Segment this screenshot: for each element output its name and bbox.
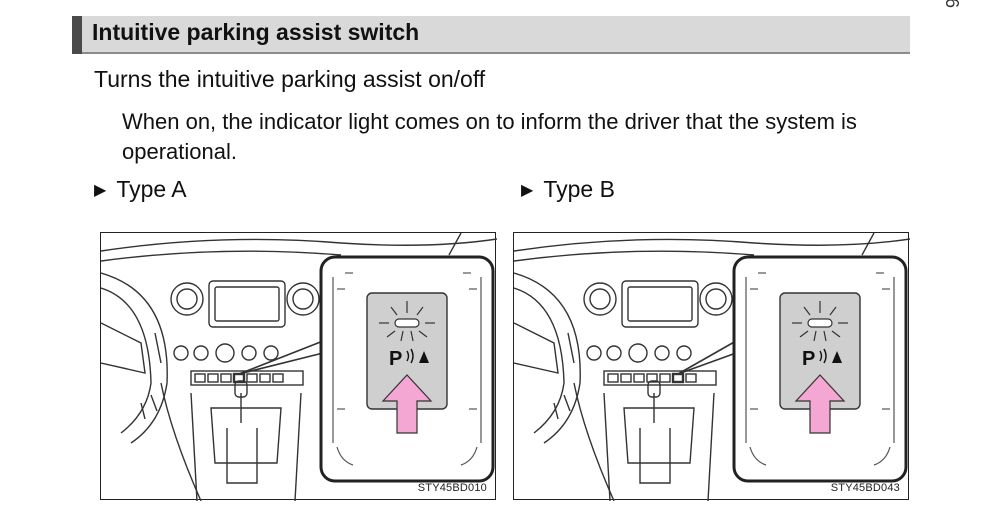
indicator-light-icon	[792, 301, 848, 342]
triangle-right-icon: ▶	[94, 182, 107, 199]
type-b-label: ▶ Type B	[521, 176, 615, 203]
triangle-right-icon: ▶	[521, 182, 534, 199]
car-triangle-icon	[419, 351, 429, 363]
page-number: 6	[942, 0, 962, 9]
section-header	[72, 16, 910, 54]
section-header-accent	[72, 16, 82, 54]
section-title: Intuitive parking assist switch	[92, 19, 420, 45]
indicator-light-icon	[379, 301, 435, 342]
parking-p-symbol: P	[389, 348, 402, 370]
figure-code: STY45BD043	[830, 482, 900, 494]
figure-type-b: P STY45BD043	[513, 232, 910, 501]
figure-code: STY45BD010	[417, 482, 487, 494]
subheading: Turns the intuitive parking assist on/of…	[94, 66, 486, 92]
parking-p-symbol: P	[802, 348, 815, 370]
dashboard-illustration-a: P	[101, 233, 497, 501]
car-triangle-icon	[832, 351, 842, 363]
figure-type-a: P STY45BD010	[100, 232, 497, 501]
type-b-label-text: Type B	[543, 176, 615, 202]
sonar-waves-icon	[406, 348, 414, 364]
press-arrow-icon	[794, 374, 846, 434]
body-text: When on, the indicator light comes on to…	[122, 109, 857, 164]
type-a-label: ▶ Type A	[94, 176, 187, 203]
dashboard-illustration-b: P	[514, 233, 910, 501]
sonar-waves-icon	[819, 348, 827, 364]
press-arrow-icon	[381, 374, 433, 434]
type-a-label-text: Type A	[116, 176, 187, 202]
